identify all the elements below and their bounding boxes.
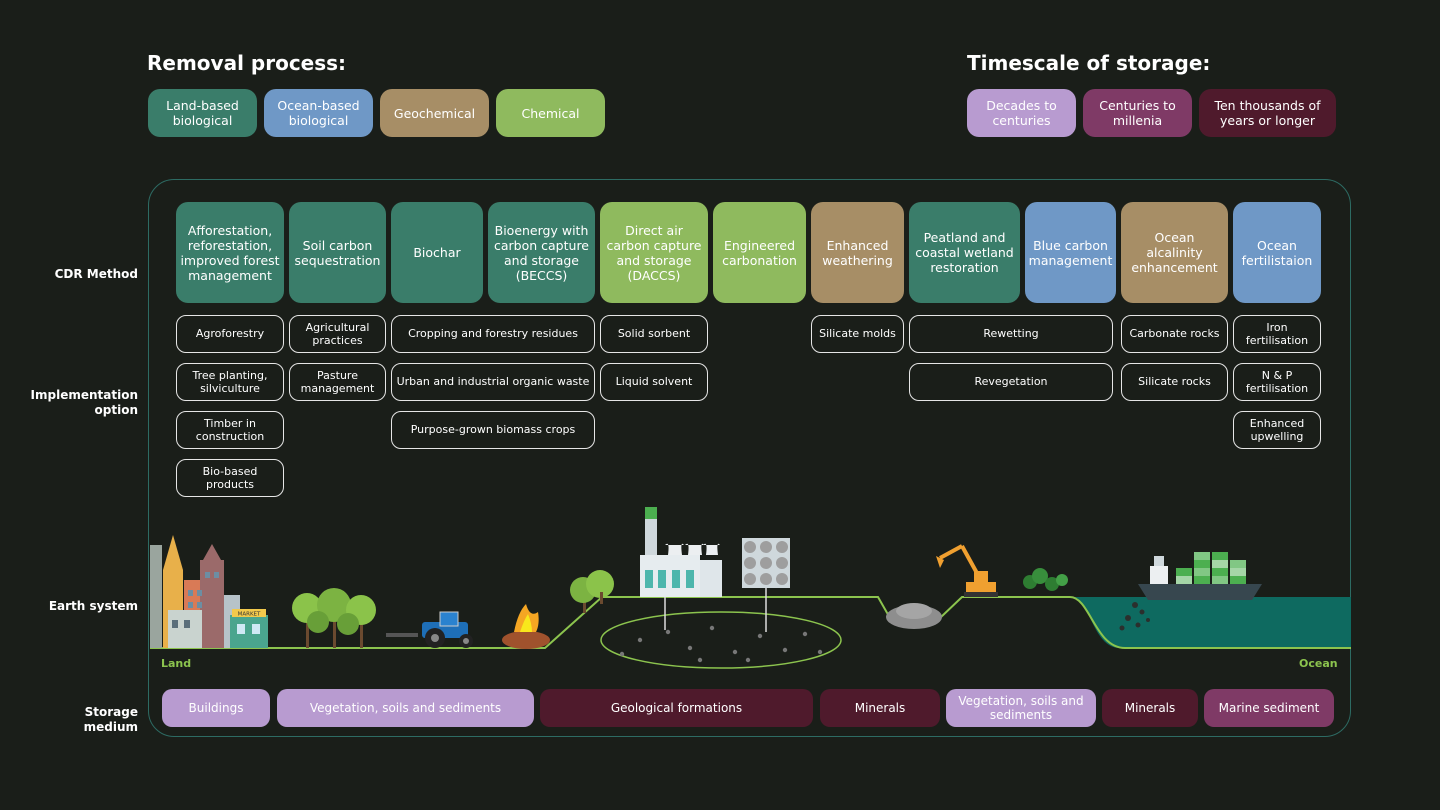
removal-process-title: Removal process:: [147, 51, 347, 75]
option-pasture-management: Pasture management: [289, 363, 386, 401]
legend-decades: Decades to centuries: [967, 89, 1076, 137]
option-bio-based: Bio-based products: [176, 459, 284, 497]
reservoir-dots: [619, 625, 823, 663]
legend-geochemical: Geochemical: [380, 89, 489, 137]
storage-buildings: Buildings: [162, 689, 270, 727]
timescale-title: Timescale of storage:: [967, 51, 1211, 75]
method-biochar: Biochar: [391, 202, 483, 303]
option-residues: Cropping and forestry residues: [391, 315, 595, 353]
option-agroforestry: Agroforestry: [176, 315, 284, 353]
legend-centuries: Centuries to millenia: [1083, 89, 1192, 137]
geological-reservoir: [600, 611, 842, 669]
option-silicate-molds: Silicate molds: [811, 315, 904, 353]
diagram-panel: [148, 179, 1351, 737]
option-revegetation: Revegetation: [909, 363, 1113, 401]
forest-trees-icon: [292, 588, 376, 648]
saplings-icon: [1023, 568, 1068, 591]
option-solid-sorbent: Solid sorbent: [600, 315, 708, 353]
option-np-fertilisation: N & P fertilisation: [1233, 363, 1321, 401]
excavator-icon: [936, 544, 998, 597]
option-liquid-solvent: Liquid solvent: [600, 363, 708, 401]
method-ocean-alkalinity: Ocean alcalinity enhancement: [1121, 202, 1228, 303]
method-blue-carbon: Blue carbon management: [1025, 202, 1116, 303]
slope-trees-icon: [570, 570, 614, 613]
beccs-plant-icon: [640, 507, 722, 597]
city-buildings-icon: MARKET: [150, 535, 268, 648]
method-peatland: Peatland and coastal wetland restoration: [909, 202, 1020, 303]
option-organic-waste: Urban and industrial organic waste: [391, 363, 595, 401]
market-sign: MARKET: [238, 612, 261, 618]
storage-geological: Geological formations: [540, 689, 813, 727]
method-beccs: Bioenergy with carbon capture and storag…: [488, 202, 595, 303]
legend-ten-thousands: Ten thousands of years or longer: [1199, 89, 1336, 137]
ocean-label: Ocean: [1299, 657, 1338, 670]
storage-marine-sediment: Marine sediment: [1204, 689, 1334, 727]
method-daccs: Direct air carbon capture and storage (D…: [600, 202, 708, 303]
dac-unit-icon: [742, 538, 790, 588]
storage-vegetation-coastal: Vegetation, soils and sediments: [946, 689, 1096, 727]
row-label-storage-medium: Storage medium: [83, 705, 138, 734]
option-timber: Timber in construction: [176, 411, 284, 449]
method-ocean-fertilisation: Ocean fertilistaion: [1233, 202, 1321, 303]
legend-chemical: Chemical: [496, 89, 605, 137]
land-label: Land: [161, 657, 192, 670]
option-rewetting: Rewetting: [909, 315, 1113, 353]
fire-icon: [502, 604, 550, 649]
storage-minerals-land: Minerals: [820, 689, 940, 727]
row-label-cdr-method: CDR Method: [54, 267, 138, 281]
storage-minerals-ocean: Minerals: [1102, 689, 1198, 727]
option-silicate-rocks: Silicate rocks: [1121, 363, 1228, 401]
storage-vegetation-land: Vegetation, soils and sediments: [277, 689, 534, 727]
option-agricultural-practices: Agricultural practices: [289, 315, 386, 353]
ocean-water: [1072, 597, 1351, 648]
legend-ocean-based: Ocean-based biological: [264, 89, 373, 137]
row-label-implementation: Implementation option: [30, 388, 138, 417]
option-iron-fertilisation: Iron fertilisation: [1233, 315, 1321, 353]
option-tree-planting: Tree planting, silviculture: [176, 363, 284, 401]
method-afforestation: Afforestation, reforestation, improved f…: [176, 202, 284, 303]
method-engineered-carbonation: Engineered carbonation: [713, 202, 806, 303]
method-soil-carbon: Soil carbon sequestration: [289, 202, 386, 303]
ground-line: [150, 596, 1351, 649]
legend-land-based: Land-based biological: [148, 89, 257, 137]
sinking-particles: [1119, 602, 1150, 631]
cargo-ship-icon: [1138, 552, 1262, 600]
option-carbonate-rocks: Carbonate rocks: [1121, 315, 1228, 353]
method-enhanced-weathering: Enhanced weathering: [811, 202, 904, 303]
row-label-earth-system: Earth system: [48, 599, 138, 613]
option-enhanced-upwelling: Enhanced upwelling: [1233, 411, 1321, 449]
tractor-icon: [386, 611, 473, 648]
option-biomass-crops: Purpose-grown biomass crops: [391, 411, 595, 449]
rock-pile-icon: [886, 603, 942, 629]
